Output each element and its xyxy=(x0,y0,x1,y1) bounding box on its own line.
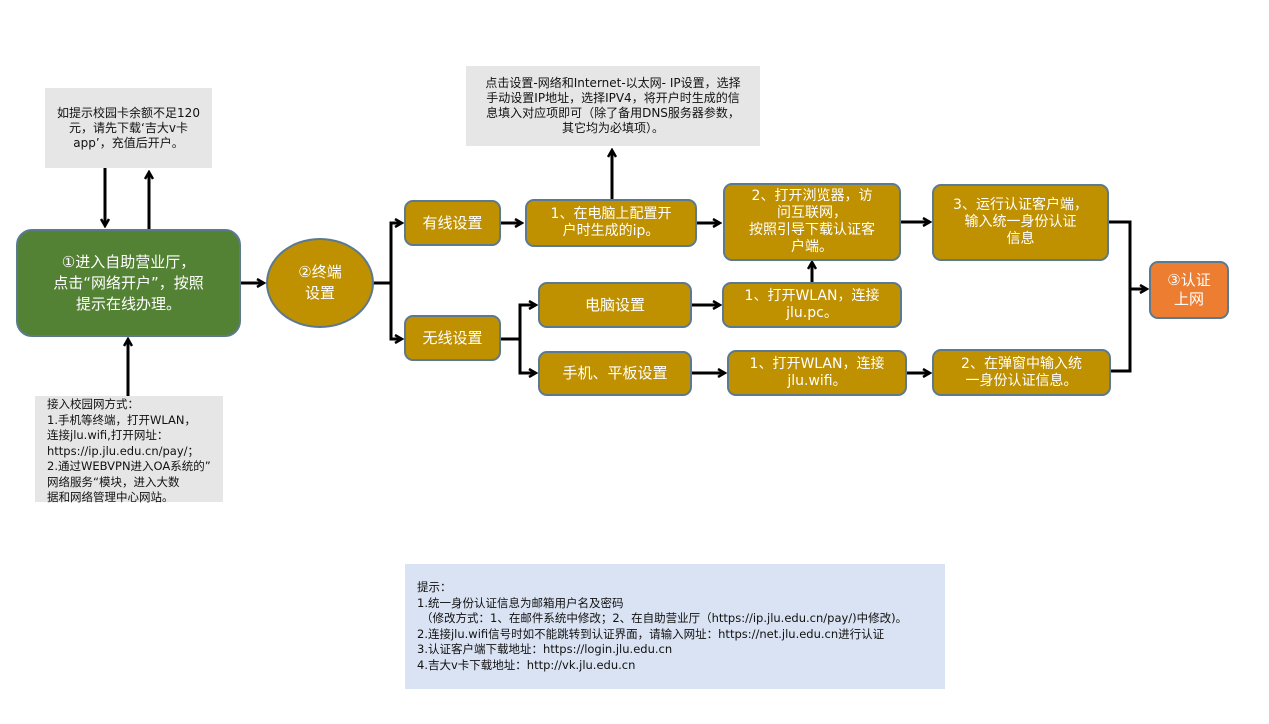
pc-step1-label: 1、打开WLAN，连接 jlu.pc。 xyxy=(744,288,880,321)
arrow-w3-to-step3 xyxy=(1108,220,1147,289)
wired-step1-node: 1、在电脑上配置开 户时生成的ip。 xyxy=(525,199,697,247)
wired-step3-label: 3、运行认证客户端， 输入统一身份认证 信息 xyxy=(953,197,1088,247)
pc-setup-node: 电脑设置 xyxy=(538,282,692,328)
mobile-step2-node: 2、在弹窗中输入统 一身份认证信息。 xyxy=(932,349,1111,396)
mobile-step1-node: 1、打开WLAN，连接 jlu.wifi。 xyxy=(727,350,907,396)
access-note-title: 接入校园网方式： xyxy=(47,397,139,411)
access-note-line: https://ip.jlu.edu.cn/pay/； xyxy=(47,443,200,458)
access-note-line: 据和网络管理中心网站。 xyxy=(47,490,174,504)
mobile-step1-label: 1、打开WLAN，连接 jlu.wifi。 xyxy=(749,356,885,389)
tips-line: 4.吉大v卡下载地址：http://vk.jlu.edu.cn xyxy=(417,657,636,672)
ip-config-note-text: 点击设置-网络和Internet-以太网- IP设置，选择手动设置IP地址，选择… xyxy=(485,76,741,135)
mobile-step2-label: 2、在弹窗中输入统 一身份认证信息。 xyxy=(961,355,1082,389)
mobile-setup-label: 手机、平板设置 xyxy=(562,364,668,382)
wired-setup-label: 有线设置 xyxy=(422,213,483,232)
wireless-setup-node: 无线设置 xyxy=(404,315,501,361)
tips-line: 1.统一身份认证信息为邮箱用户名及密码 xyxy=(417,595,624,610)
balance-note-text: 如提示校园卡余额不足120元，请先下载‘吉大v卡app’，充值后开户。 xyxy=(57,105,200,150)
mobile-setup-node: 手机、平板设置 xyxy=(538,351,692,396)
step1-label: ①进入自助营业厅， 点击“网络开户”，按照 提示在线办理。 xyxy=(53,252,204,313)
wired-step1-label: 1、在电脑上配置开 户时生成的ip。 xyxy=(550,206,672,239)
access-note-line: 网络服务“模块，进入大数 xyxy=(47,474,180,489)
access-note-line: 连接jlu.wifi,打开网址： xyxy=(47,428,169,442)
tips-panel: 提示： 1.统一身份认证信息为邮箱用户名及密码 （修改方式：1、在邮件系统中修改… xyxy=(405,564,945,689)
arrow-step2-to-wired xyxy=(373,223,402,285)
tips-line: （修改方式：1、在邮件系统中修改；2、在自助营业厅（https://ip.jlu… xyxy=(421,611,908,625)
step2-terminal-setup: ②终端 设置 xyxy=(266,238,374,328)
wired-step3-node: 3、运行认证客户端， 输入统一身份认证 信息 xyxy=(932,184,1109,261)
access-note-line: 1.手机等终端，打开WLAN， xyxy=(47,412,196,427)
tips-title: 提示： xyxy=(417,580,452,594)
tips-line: 3.认证客户端下载地址：https://login.jlu.edu.cn xyxy=(417,642,673,656)
pc-setup-label: 电脑设置 xyxy=(584,295,645,314)
line-m2-to-step3 xyxy=(1110,289,1132,373)
pc-step1-node: 1、打开WLAN，连接 jlu.pc。 xyxy=(722,282,902,328)
step3-label: ③认证 上网 xyxy=(1167,271,1211,308)
tips-line: 2.连接jlu.wifi信号时如不能跳转到认证界面，请输入网址：https://… xyxy=(417,626,885,641)
arrow-wireless-to-pc xyxy=(500,305,536,341)
wired-step2-node: 2、打开浏览器，访 问互联网， 按照引导下载认证客 户端。 xyxy=(723,183,901,261)
step3-authenticate-online: ③认证 上网 xyxy=(1149,261,1229,319)
access-note-line: 2.通过WEBVPN进入OA系统的” xyxy=(47,459,211,473)
balance-note: 如提示校园卡余额不足120元，请先下载‘吉大v卡app’，充值后开户。 xyxy=(45,88,212,168)
step1-self-service-hall: ①进入自助营业厅， 点击“网络开户”，按照 提示在线办理。 xyxy=(16,229,241,337)
access-note: 接入校园网方式： 1.手机等终端，打开WLAN， 连接jlu.wifi,打开网址… xyxy=(35,396,223,504)
ip-config-note: 点击设置-网络和Internet-以太网- IP设置，选择手动设置IP地址，选择… xyxy=(466,66,760,146)
wired-step2-label: 2、打开浏览器，访 问互联网， 按照引导下载认证客 户端。 xyxy=(749,188,875,255)
wired-setup-node: 有线设置 xyxy=(404,200,501,246)
step2-label: ②终端 设置 xyxy=(298,263,342,302)
wireless-setup-label: 无线设置 xyxy=(422,328,483,347)
arrow-wireless-to-mobile xyxy=(518,339,536,373)
arrow-step2-to-wireless xyxy=(389,283,402,339)
